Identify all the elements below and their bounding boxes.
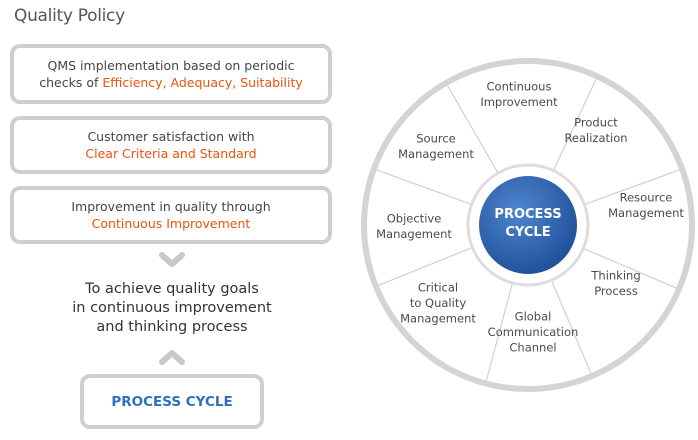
wheel-segment-label-line: to Quality (410, 296, 466, 310)
wheel-segment-label-line: Management (376, 227, 452, 241)
wheel-spoke (378, 246, 473, 286)
wheel-segment-label-line: Realization (564, 131, 627, 145)
policy-text: Improvement in quality through (71, 199, 271, 214)
wheel-segment-label-line: Management (400, 312, 476, 326)
wheel-segment-label-line: Objective (387, 211, 442, 225)
page-title: Quality Policy (14, 6, 125, 26)
wheel-spoke (584, 169, 680, 206)
wheel-segment-label-line: Process (594, 284, 638, 298)
wheel-segment-label-line: Continuous (487, 79, 552, 93)
hub-label-line-1: PROCESS (494, 207, 561, 222)
wheel-spoke (376, 169, 472, 206)
chevron-up-icon (159, 350, 185, 365)
wheel-segment-label-line: Source (416, 131, 456, 145)
wheel-segment-label-line: Resource (620, 190, 673, 204)
wheel-spokes (376, 78, 680, 381)
wheel-segment-label-line: Management (398, 147, 474, 161)
wheel-segment-label-line: Product (574, 115, 618, 129)
goal-statement: To achieve quality goals in continuous i… (40, 280, 304, 337)
hub-label-line-2: CYCLE (505, 225, 550, 240)
policy-highlight: Efficiency, Adequacy, Suitability (102, 75, 303, 90)
goal-line: and thinking process (96, 319, 248, 335)
wheel-segment-label-line: Critical (418, 281, 458, 295)
policy-box-1: QMS implementation based on periodic che… (10, 44, 332, 104)
policy-highlight: Clear Criteria and Standard (85, 146, 257, 161)
goal-line: in continuous improvement (72, 300, 272, 316)
policy-prefix: checks of (39, 75, 103, 90)
wheel-spoke (446, 85, 499, 174)
policy-box-3: Improvement in quality through Continuou… (10, 186, 332, 244)
process-cycle-box: PROCESS CYCLE (80, 374, 264, 429)
wheel-spoke (485, 282, 514, 381)
wheel-segment-label-line: Management (608, 206, 684, 220)
chevron-down-icon (159, 252, 185, 267)
policy-highlight: Continuous Improvement (91, 216, 251, 231)
policy-box-2: Customer satisfaction with Clear Criteri… (10, 116, 332, 174)
wheel-segment-label-line: Thinking (590, 268, 640, 282)
wheel-segment-label-line: Communication (488, 325, 579, 339)
wheel-segment-label-line: Global (515, 310, 552, 324)
wheel-spoke (550, 279, 592, 374)
wheel-spoke (582, 247, 677, 289)
wheel-segment-label-line: Channel (509, 341, 556, 355)
policy-text: Customer satisfaction with (87, 129, 255, 144)
goal-line: To achieve quality goals (85, 281, 259, 297)
wheel-spoke (552, 78, 597, 171)
wheel-hub (479, 176, 577, 274)
wheel-segment-label-line: Improvement (480, 95, 558, 109)
policy-text: QMS implementation based on periodic (47, 58, 295, 73)
